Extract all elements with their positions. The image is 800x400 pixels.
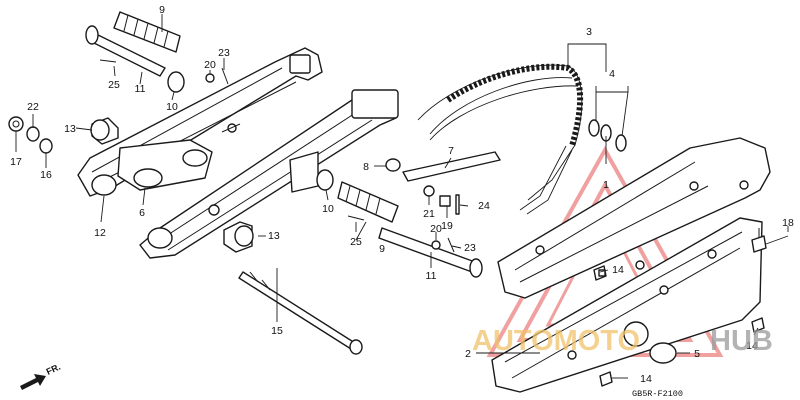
cotter-pin-23-lower <box>447 237 455 253</box>
callout-2: 2 <box>465 348 471 360</box>
pivot-bush-left <box>91 174 117 196</box>
plate-7 <box>402 151 501 182</box>
footpeg-rubber-upper <box>113 11 181 53</box>
front-direction-indicator: FR. <box>20 362 62 390</box>
callout-10-lower: 10 <box>322 203 334 215</box>
callout-6: 6 <box>139 207 145 219</box>
callout-11-upper: 11 <box>135 83 146 95</box>
pivot-bolt-lower <box>378 227 483 278</box>
bolt-18 <box>751 228 767 253</box>
callout-13-lower: 13 <box>268 230 280 242</box>
callout-16: 16 <box>40 169 52 181</box>
callout-24: 24 <box>478 200 490 212</box>
callout-3: 3 <box>586 26 592 38</box>
watermark-word-left: AUTOMOTO <box>472 325 640 357</box>
callout-13-upper: 13 <box>64 123 76 135</box>
callout-17: 17 <box>10 156 22 168</box>
callout-5: 5 <box>694 348 700 360</box>
cotter-pin-25-lower <box>347 215 365 221</box>
catalog-code: GB5R-F2100 <box>632 389 683 399</box>
nut-19 <box>439 195 451 207</box>
washer-20-upper <box>205 73 215 83</box>
cap-5 <box>649 342 677 364</box>
rubber-bush-lower <box>223 221 254 253</box>
callout-8: 8 <box>363 161 369 173</box>
callout-21: 21 <box>423 208 435 220</box>
callout-25-lower: 25 <box>350 236 362 248</box>
callout-11-lower: 11 <box>426 270 437 282</box>
callout-10-upper: 10 <box>166 101 178 113</box>
washer-upper <box>167 71 185 93</box>
callout-25-upper: 25 <box>108 79 120 91</box>
bolt-24 <box>455 194 460 215</box>
swing-arm <box>77 47 399 259</box>
rubber-8 <box>385 158 401 172</box>
callout-14-upper: 14 <box>612 264 624 276</box>
bolt-14-b <box>751 317 765 333</box>
callouts: 9 23 20 25 11 10 22 13 17 16 12 6 10 25 … <box>10 4 794 385</box>
bolt-14-a <box>593 265 607 281</box>
callout-1: 1 <box>603 179 609 191</box>
watermark-word-right: HUB <box>710 325 773 357</box>
pivot-bush-right <box>147 227 173 249</box>
callout-18: 18 <box>782 217 794 229</box>
callout-14-lower: 14 <box>640 373 652 385</box>
callout-9-lower: 9 <box>379 243 385 255</box>
callout-20-upper: 20 <box>204 59 216 71</box>
washer-16 <box>39 138 53 154</box>
callout-20-lower: 20 <box>430 223 442 235</box>
callout-12: 12 <box>94 227 106 239</box>
rubber-bush-upper <box>90 117 119 145</box>
callout-22: 22 <box>27 101 39 113</box>
callout-4: 4 <box>609 68 615 80</box>
nut-17 <box>8 116 24 132</box>
bolt-14-c <box>599 371 613 387</box>
washer-20-lower <box>431 240 441 250</box>
footpeg-rubber-lower <box>337 181 399 223</box>
washer-21 <box>423 185 435 197</box>
front-arrow-icon <box>20 374 46 390</box>
callout-23-upper: 23 <box>218 47 230 59</box>
cotter-pin-23-upper <box>221 67 229 85</box>
callout-23-lower: 23 <box>464 242 476 254</box>
washer-lower <box>316 169 334 191</box>
front-direction-label: FR. <box>45 362 62 377</box>
callout-9-upper: 9 <box>159 4 165 16</box>
callout-19: 19 <box>441 220 453 232</box>
callout-14-right: 14 <box>746 340 758 352</box>
master-link <box>588 119 627 152</box>
leader-lines <box>15 14 789 379</box>
pivot-bolt-upper <box>85 25 166 77</box>
callout-7: 7 <box>448 145 454 157</box>
washer-22 <box>26 126 40 142</box>
chain-case-lower <box>491 217 763 393</box>
callout-15: 15 <box>271 325 283 337</box>
pivot-bolt-long <box>238 271 363 355</box>
drive-chain <box>417 63 584 215</box>
watermark-text: AUTOMOTO HUB <box>472 325 773 357</box>
chain-case-upper <box>497 137 771 299</box>
